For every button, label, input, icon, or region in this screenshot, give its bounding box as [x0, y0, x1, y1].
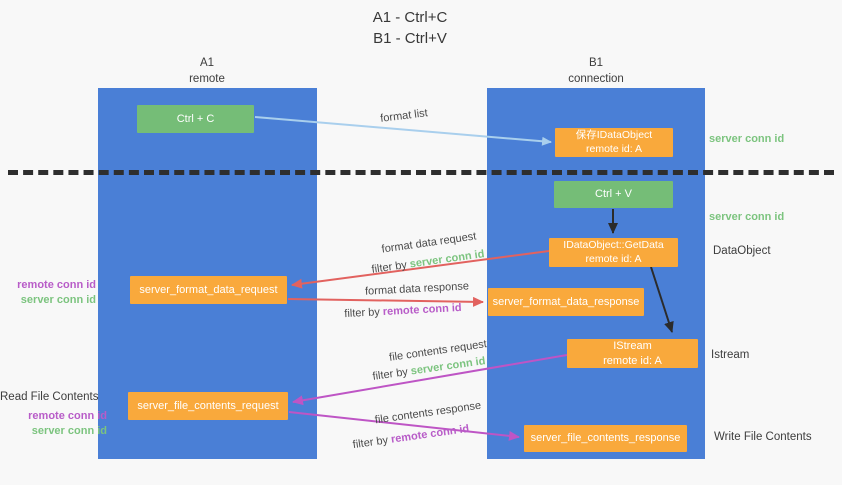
lane-header-b1: B1 connection [536, 56, 656, 87]
label-filter-by-remote-conn-id-2: filter by remote conn id [352, 423, 470, 451]
save-idataobject-line1: 保存IDataObject [575, 128, 653, 141]
lane-b1-role: connection [568, 72, 624, 85]
box-save-idataobject: 保存IDataObject remote id: A [555, 128, 673, 157]
annotation-server-conn-id-mid: server conn id [709, 211, 785, 223]
label-format-list: format list [379, 107, 429, 125]
box-server-format-data-response: server_format_data_response [488, 288, 644, 316]
annotation-left-conn-ids-mid: remote conn id server conn id [0, 278, 96, 307]
istream-line2: remote id: A [603, 354, 662, 367]
box-server-format-data-request: server_format_data_request [130, 276, 287, 304]
lane-a1-name: A1 [199, 57, 215, 69]
server-file-contents-response-label: server_file_contents_response [530, 432, 681, 445]
annotation-server-conn-id-top: server conn id [709, 133, 785, 145]
lane-header-a1: A1 remote [147, 56, 267, 87]
server-conn-id-text: server conn id [20, 293, 96, 306]
annotation-write-file-contents: Write File Contents [714, 431, 812, 443]
filter-by-text: filter by [371, 366, 409, 383]
save-idataobject-line2: remote id: A [585, 142, 643, 155]
server-conn-id-text: server conn id [31, 424, 107, 437]
box-ctrl-v: Ctrl + V [554, 181, 673, 208]
getdata-line2: remote id: A [585, 252, 642, 265]
remote-conn-id-text: remote conn id [17, 279, 96, 291]
title-line-b1: B1 - Ctrl+V [373, 29, 447, 47]
box-server-file-contents-response: server_file_contents_response [524, 425, 687, 452]
annotation-left-conn-ids-file: remote conn id server conn id [0, 409, 107, 438]
istream-line1: IStream [613, 340, 652, 353]
ctrl-v-label: Ctrl + V [595, 188, 632, 201]
annotation-istream: Istream [711, 349, 750, 361]
lane-a1-role: remote [189, 72, 225, 85]
server-format-data-response-label: server_format_data_response [492, 295, 640, 308]
box-idataobject-getdata: IDataObject::GetData remote id: A [549, 238, 678, 267]
box-server-file-contents-request: server_file_contents_request [128, 392, 288, 420]
remote-conn-id-text: remote conn id [28, 410, 107, 422]
diagram-title: A1 - Ctrl+C B1 - Ctrl+V [310, 8, 510, 49]
label-filter-by-remote-conn-id-1: filter by remote conn id [344, 302, 462, 320]
label-format-data-response: format data response [364, 280, 470, 298]
filter-by-text: filter by [352, 434, 389, 452]
remote-conn-id-text: remote conn id [390, 422, 470, 446]
lane-b1-name: B1 [588, 57, 604, 69]
box-istream: IStream remote id: A [567, 339, 698, 368]
title-line-a1: A1 - Ctrl+C [372, 9, 448, 26]
getdata-line1: IDataObject::GetData [563, 238, 664, 251]
server-format-data-request-label: server_format_data_request [139, 283, 278, 296]
box-ctrl-c: Ctrl + C [137, 105, 254, 133]
annotation-dataobject: DataObject [713, 245, 771, 257]
server-file-contents-request-label: server_file_contents_request [137, 399, 279, 412]
phase-divider-dotted-line [8, 170, 834, 175]
ctrl-c-label: Ctrl + C [176, 112, 215, 125]
annotation-read-file-contents: Read File Contents [0, 391, 99, 403]
remote-conn-id-text: remote conn id [382, 301, 462, 319]
server-conn-id-text: server conn id [409, 248, 486, 271]
filter-by-text: filter by [370, 259, 408, 276]
filter-by-text: filter by [344, 306, 381, 321]
